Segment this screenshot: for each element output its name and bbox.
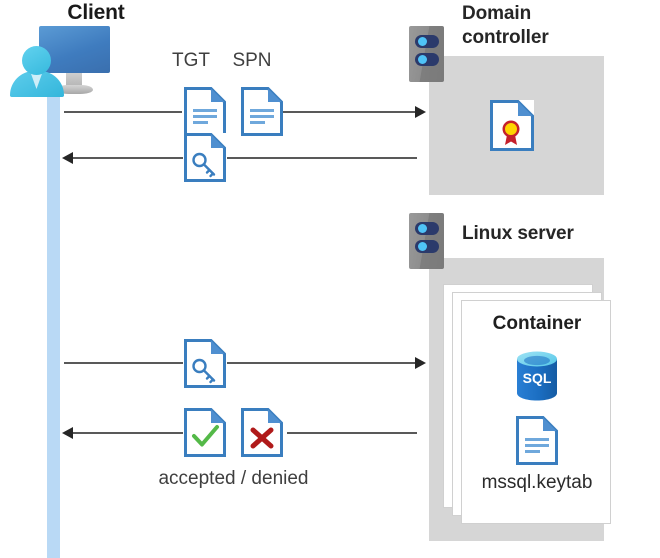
certificate-document-icon xyxy=(490,100,534,151)
keytab-label: mssql.keytab xyxy=(481,472,593,493)
server-bar-top xyxy=(415,222,439,235)
arrowhead-to-client-result xyxy=(62,427,73,439)
spn-document-icon xyxy=(241,87,283,136)
server-bar-bottom xyxy=(415,53,439,66)
server-led-bottom xyxy=(418,55,427,64)
server-led-top xyxy=(418,224,427,233)
domain-controller-server-icon xyxy=(409,26,444,82)
server-bar-top xyxy=(415,35,439,48)
client-computer-user-icon xyxy=(8,26,118,97)
monitor-base-icon xyxy=(56,85,93,94)
server-bar-bottom xyxy=(415,240,439,253)
server-led-bottom xyxy=(418,242,427,251)
container-card-front[interactable]: Container SQL xyxy=(461,300,611,524)
linux-server-server-icon xyxy=(409,213,444,269)
flow-line-ticket-right xyxy=(227,157,417,159)
linux-server-title: Linux server xyxy=(462,223,574,244)
ticket-key-document-icon xyxy=(184,133,226,182)
flow-line-present-right xyxy=(227,362,416,364)
client-label: Client xyxy=(67,1,125,24)
flow-line-result-right xyxy=(287,432,417,434)
arrowhead-to-client-ticket xyxy=(62,152,73,164)
flow-line-tgt-spn-left xyxy=(64,111,182,113)
domain-controller-title-line1: Domain xyxy=(462,3,532,24)
tgt-document-icon xyxy=(184,87,226,136)
monitor-screen-icon xyxy=(39,26,110,73)
client-lifeline xyxy=(47,88,60,558)
user-head-icon xyxy=(22,46,51,75)
container-title: Container xyxy=(492,313,582,334)
flow-line-present-left xyxy=(64,362,183,364)
tgt-label: TGT xyxy=(172,50,210,71)
arrowhead-to-domain-controller xyxy=(415,106,426,118)
domain-controller-title: Domain controller xyxy=(462,2,652,50)
arrowhead-to-linux-server xyxy=(415,357,426,369)
accepted-document-icon xyxy=(184,408,226,457)
spn-label: SPN xyxy=(232,50,272,71)
flow-line-ticket-left xyxy=(73,157,183,159)
present-key-document-icon xyxy=(184,339,226,388)
keytab-document-icon xyxy=(516,416,558,470)
server-led-top xyxy=(418,37,427,46)
sql-database-icon: SQL xyxy=(515,350,559,407)
flow-line-tgt-spn-right xyxy=(283,111,416,113)
domain-controller-title-line2: controller xyxy=(462,27,549,48)
auth-result-caption: accepted / denied xyxy=(158,468,309,489)
flow-line-result-left xyxy=(73,432,183,434)
monitor-neck-icon xyxy=(66,73,82,87)
svg-text:SQL: SQL xyxy=(523,370,552,386)
denied-document-icon xyxy=(241,408,283,457)
